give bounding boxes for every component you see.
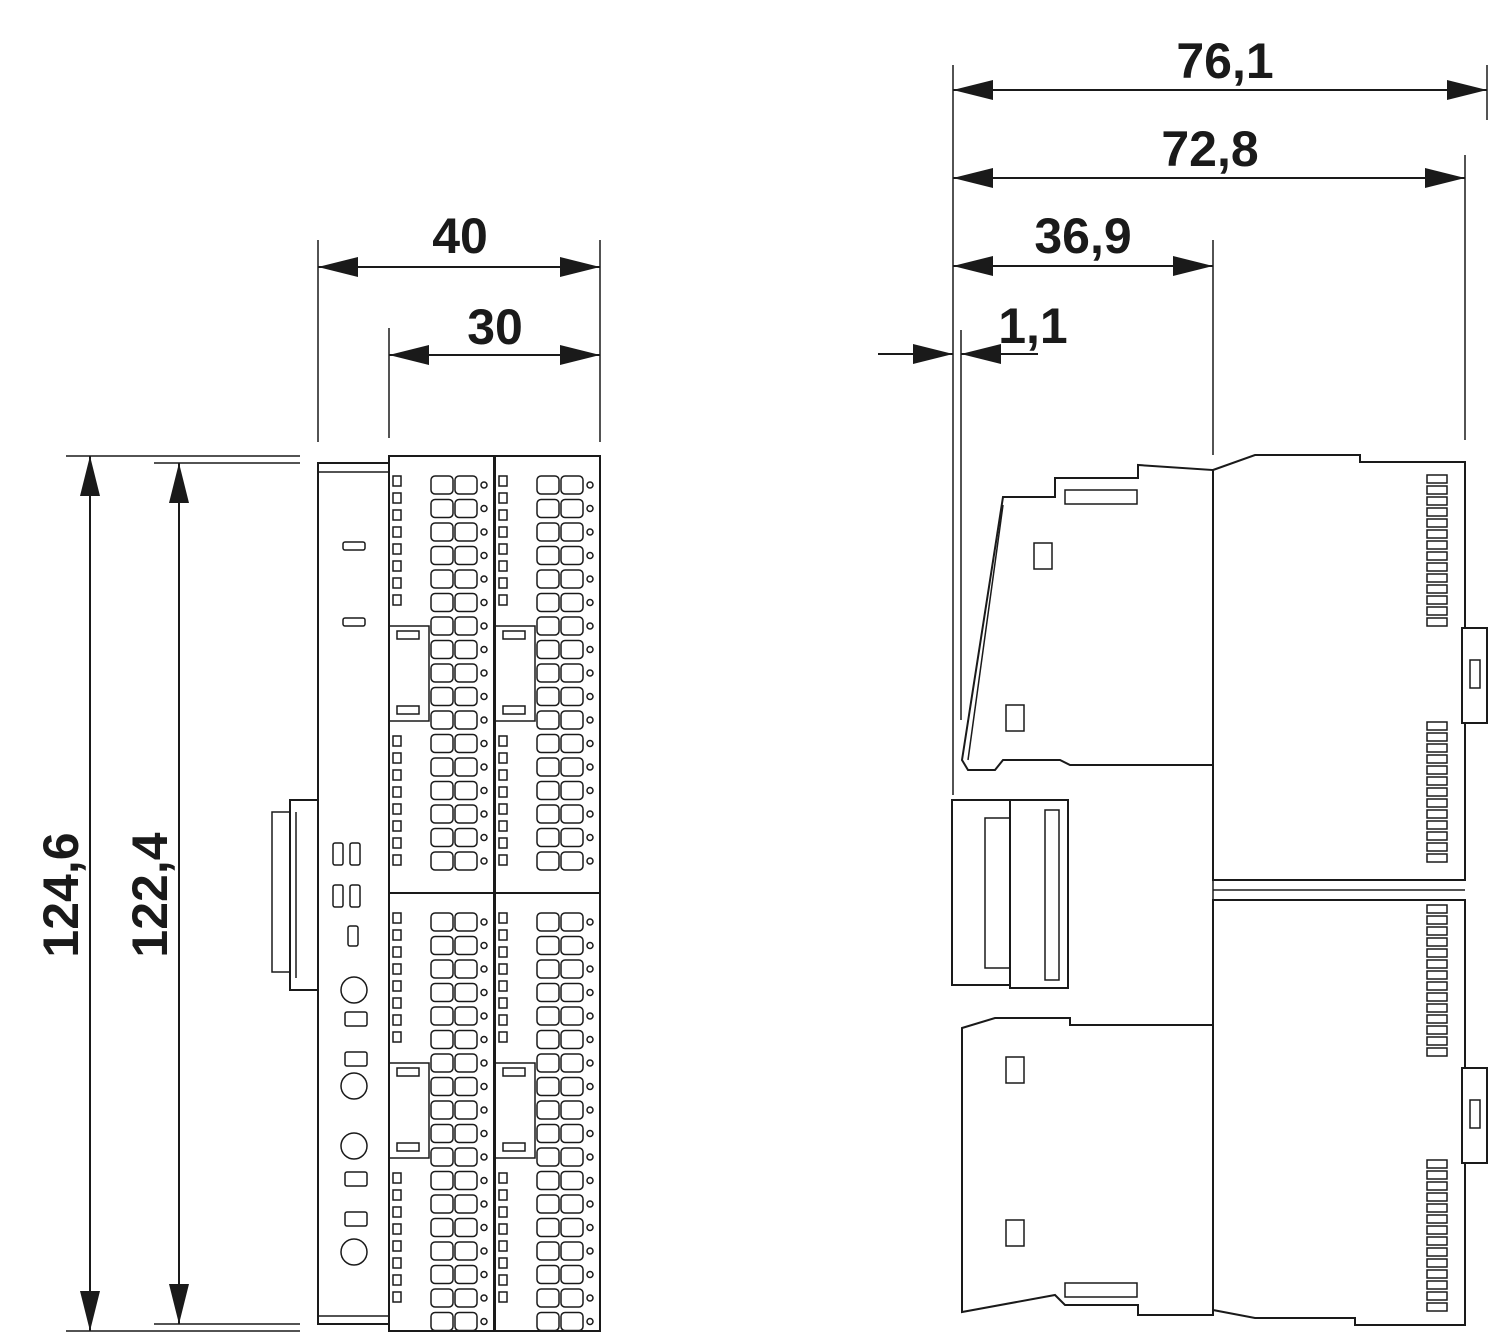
- dim-label-1-1: 1,1: [998, 298, 1068, 354]
- front-view: 40 30 124,6 122,4: [33, 208, 601, 1332]
- dim-label-76-1: 76,1: [1176, 33, 1273, 89]
- terminal-block: [494, 892, 601, 1332]
- front-housing: [271, 462, 390, 1325]
- dimension-width-40: 40: [318, 208, 600, 277]
- dimension-depth-36-9: 36,9: [953, 208, 1213, 276]
- dim-label-30: 30: [467, 299, 523, 355]
- terminal-block: [388, 455, 495, 894]
- terminal-block: [388, 892, 495, 1332]
- side-housing-upper: [951, 454, 1488, 1326]
- dimension-depth-72-8: 72,8: [953, 121, 1465, 188]
- side-view: 76,1 72,8 36,9 1,1: [878, 33, 1488, 1326]
- dimension-height-122-4: 122,4: [122, 463, 189, 1324]
- dimension-height-124-6: 124,6: [33, 456, 100, 1331]
- dim-label-40: 40: [432, 208, 488, 264]
- dim-label-124-6: 124,6: [33, 832, 89, 957]
- front-terminal-blocks: [388, 455, 601, 1332]
- side-terminal-slots: [1426, 474, 1448, 1312]
- dim-label-72-8: 72,8: [1161, 121, 1258, 177]
- terminal-block: [494, 455, 601, 894]
- dimension-offset-1-1: 1,1: [878, 298, 1068, 364]
- dimension-width-30: 30: [389, 299, 600, 365]
- dim-label-122-4: 122,4: [122, 832, 178, 957]
- dim-label-36-9: 36,9: [1034, 208, 1131, 264]
- dimension-depth-76-1: 76,1: [953, 33, 1487, 100]
